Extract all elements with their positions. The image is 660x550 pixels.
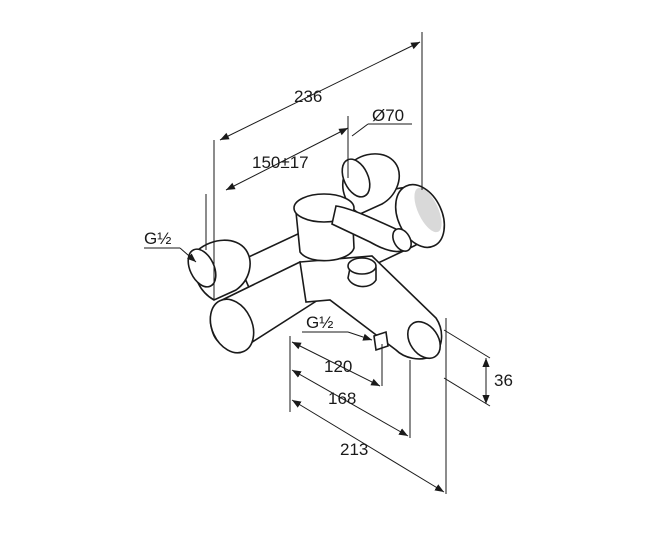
dim-168: 168 (328, 389, 356, 408)
dim-36: 36 (494, 371, 513, 390)
dim-outlet-thread: G½ (306, 313, 333, 332)
dim-centre-distance: 150±17 (252, 153, 309, 172)
dim-handle-diameter: Ø70 (372, 106, 404, 125)
dim-120: 120 (324, 357, 352, 376)
dim-inlet-thread: G½ (144, 229, 171, 248)
faucet-body (187, 153, 446, 360)
dim-213: 213 (340, 440, 368, 459)
dimension-lines (144, 32, 491, 494)
dim-overall-width: 236 (294, 87, 322, 106)
